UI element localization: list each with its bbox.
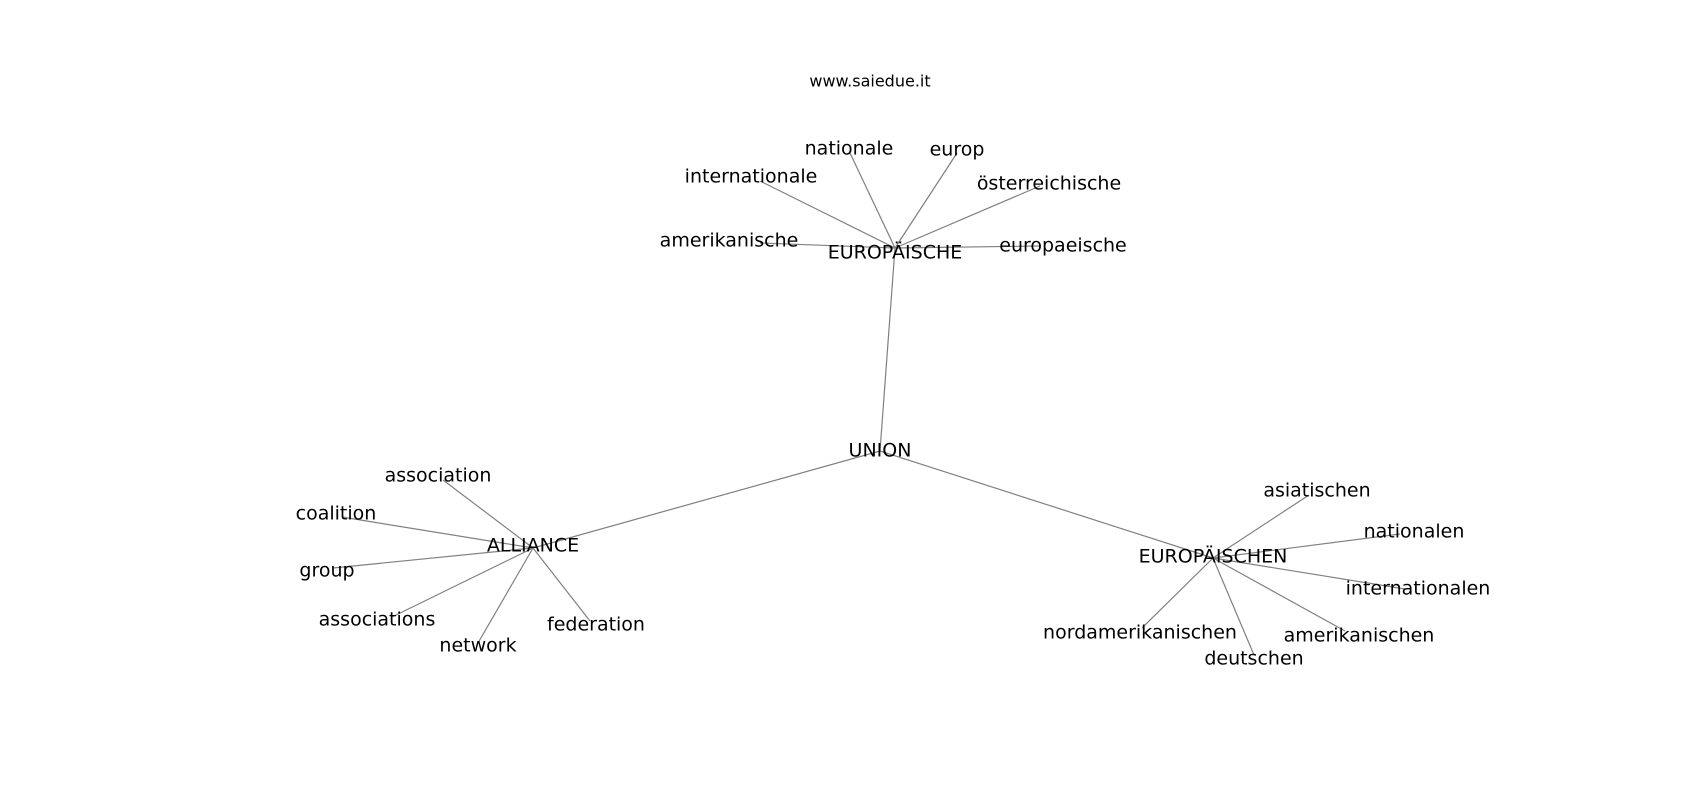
- edge-europaische-nationale: [849, 152, 896, 249]
- node-internationalen: internationalen: [1346, 578, 1491, 600]
- node-network: network: [439, 635, 516, 657]
- edge-alliance-network: [477, 547, 534, 644]
- node-europaeische: europaeische: [999, 235, 1127, 257]
- node-europ: europ: [930, 139, 985, 161]
- node-union: UNION: [849, 440, 912, 462]
- edge-union-europaischen: [879, 450, 1214, 559]
- edge-europaischen-internationalen: [1212, 557, 1406, 590]
- node-deutschen: deutschen: [1204, 648, 1303, 670]
- node-europaische: EUROPÄISCHE: [828, 241, 963, 264]
- edge-alliance-group: [332, 547, 534, 569]
- node-nordamerikanischen: nordamerikanischen: [1043, 622, 1237, 644]
- edges-layer: [332, 152, 1406, 656]
- edge-union-europaische: [879, 247, 896, 452]
- node-federation: federation: [547, 614, 645, 636]
- node-nationalen: nationalen: [1364, 521, 1465, 543]
- edge-europaischen-nationalen: [1212, 533, 1401, 559]
- edge-alliance-associations: [391, 547, 534, 618]
- edge-europaischen-amerikanischen: [1212, 557, 1346, 632]
- nodes-layer: UNION EUROPÄISCHE ALLIANCE EUROPÄISCHEN nati…: [296, 138, 1491, 670]
- node-asiatischen: asiatischen: [1263, 480, 1370, 502]
- node-amerikanischen: amerikanischen: [1284, 625, 1435, 647]
- node-association: association: [385, 465, 492, 487]
- node-group: group: [299, 560, 354, 582]
- node-europaischen: EUROPÄISCHEN: [1139, 545, 1288, 568]
- edge-europaischen-nordamerikanischen: [1141, 557, 1214, 629]
- edge-europaischen-deutschen: [1212, 557, 1255, 656]
- edge-europaische-europaeische: [894, 245, 1041, 249]
- node-osterreichische: österreichische: [977, 173, 1121, 195]
- node-internationale: internationale: [685, 166, 818, 188]
- node-amerikanische: amerikanische: [660, 230, 799, 252]
- node-coalition: coalition: [296, 503, 377, 525]
- watermark-text: www.saiedue.it: [809, 72, 930, 91]
- edge-europaische-amerikanische: [759, 242, 896, 249]
- edge-alliance-coalition: [341, 516, 534, 549]
- edge-europaische-osterreichische: [894, 185, 1041, 249]
- edge-alliance-federation: [532, 547, 591, 622]
- edge-europaische-internationale: [759, 180, 896, 249]
- edge-union-alliance: [532, 450, 881, 549]
- edge-europaischen-asiatischen: [1212, 494, 1310, 559]
- node-associations: associations: [319, 609, 436, 631]
- edge-alliance-association: [442, 479, 534, 549]
- node-alliance: ALLIANCE: [487, 535, 579, 557]
- edge-europaische-europ: [894, 152, 958, 249]
- node-nationale: nationale: [805, 138, 894, 160]
